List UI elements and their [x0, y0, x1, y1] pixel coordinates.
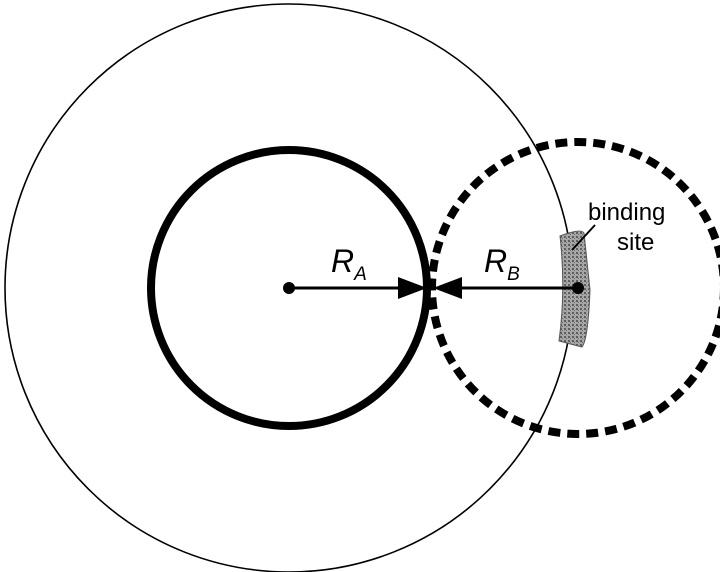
radius-a-label: RA — [331, 243, 367, 285]
radius-a-arrowhead — [398, 277, 427, 299]
binding-site-label-line2: site — [617, 229, 654, 256]
binding-site-leader — [571, 224, 596, 251]
binding-site-label-line1: binding — [588, 199, 665, 226]
radius-b-label: RB — [484, 243, 520, 285]
radius-b-arrowhead — [433, 277, 462, 299]
molecule-b-circle — [428, 138, 720, 438]
